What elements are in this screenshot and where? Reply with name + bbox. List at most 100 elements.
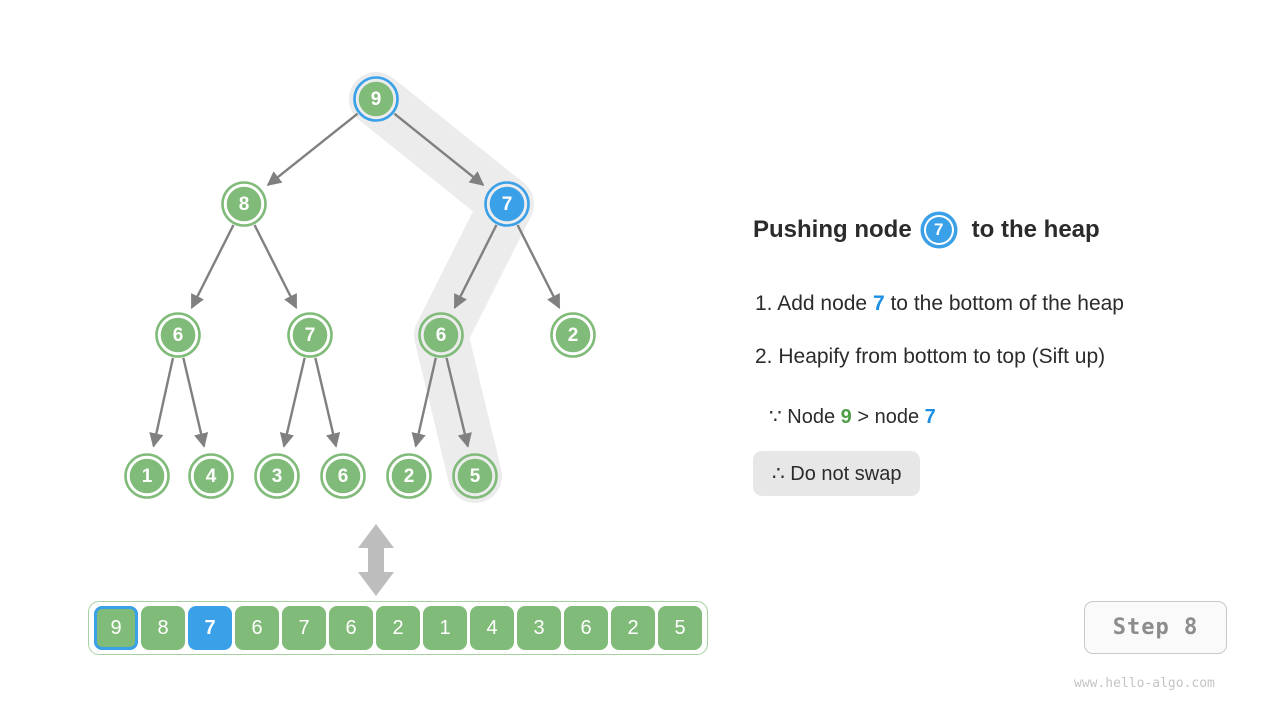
conclusion-chip: ∴ Do not swap [753, 451, 921, 496]
step-1-suffix: to the bottom of the heap [884, 292, 1124, 315]
node-ring [221, 181, 267, 227]
tree-node[interactable]: 4 [188, 453, 234, 499]
heading-text-after: to the heap [971, 216, 1100, 243]
array-cell[interactable]: 5 [658, 606, 702, 650]
tree-node[interactable]: 2 [386, 453, 432, 499]
step-2-text: 2. Heapify from bottom to top (Sift up) [755, 345, 1106, 368]
tree-node[interactable]: 1 [124, 453, 170, 499]
node-value: 1 [142, 466, 153, 487]
node-value: 9 [371, 89, 382, 110]
array-cell[interactable]: 3 [517, 606, 561, 650]
node-body [193, 458, 229, 494]
tree-edges [149, 112, 561, 448]
node-value: 2 [568, 325, 579, 346]
step-counter-badge: Step 8 [1084, 601, 1227, 654]
step-1-text: 1. Add node 7 to the bottom of the heap [755, 292, 1124, 316]
array-cell[interactable]: 6 [235, 606, 279, 650]
node-body [457, 458, 493, 494]
node-ring [287, 312, 333, 358]
node-body [292, 317, 328, 353]
reason-value-a: 9 [840, 406, 852, 428]
tree-node[interactable]: 9 [353, 76, 399, 122]
array-cell[interactable]: 9 [94, 606, 138, 650]
node-ring [418, 312, 464, 358]
tree-edge [453, 224, 498, 310]
tree-node[interactable]: 2 [550, 312, 596, 358]
node-ring [320, 453, 366, 499]
node-ring [550, 312, 596, 358]
node-value: 3 [272, 466, 283, 487]
node-body [129, 458, 165, 494]
array-cell[interactable]: 2 [611, 606, 655, 650]
tree-edge [393, 112, 485, 186]
node-value: 4 [206, 466, 217, 487]
array-cell[interactable]: 1 [423, 606, 467, 650]
node-body [259, 458, 295, 494]
heading-node-badge: 7 [923, 215, 954, 245]
array-cell[interactable]: 8 [141, 606, 185, 650]
tree-edge [253, 224, 298, 310]
step-1-value: 7 [872, 292, 885, 315]
node-ring [452, 453, 498, 499]
tree-node[interactable]: 7 [287, 312, 333, 358]
panel-heading: Pushing node 7 to the heap [753, 215, 1100, 245]
node-body [489, 186, 525, 222]
heading-text-before: Pushing node [753, 216, 912, 243]
array-cell[interactable]: 7 [188, 606, 232, 650]
tree-edge [279, 357, 306, 448]
node-ring [353, 76, 399, 122]
array-cell[interactable]: 7 [282, 606, 326, 650]
node-ring [254, 453, 300, 499]
highlight-path-band [349, 72, 534, 503]
node-value: 6 [436, 325, 447, 346]
reason-prefix: ∵ Node [769, 406, 841, 428]
node-ring [188, 453, 234, 499]
node-ring [484, 181, 530, 227]
watermark-text: www.hello-algo.com [1074, 676, 1215, 691]
binary-tree-diagram: 9 8 7 6 7 6 2 1 4 3 6 2 5 [124, 72, 596, 596]
node-value: 5 [470, 466, 481, 487]
array-cell[interactable]: 6 [564, 606, 608, 650]
tree-node[interactable]: 6 [320, 453, 366, 499]
tree-edge [266, 112, 359, 186]
node-ring [155, 312, 201, 358]
tree-nodes: 9 8 7 6 7 6 2 1 4 3 6 2 5 [124, 76, 596, 499]
reason-mid: > node [851, 406, 925, 428]
tree-node[interactable]: 3 [254, 453, 300, 499]
array-cell[interactable]: 6 [329, 606, 373, 650]
node-body [226, 186, 262, 222]
tree-node[interactable]: 8 [221, 181, 267, 227]
node-value: 6 [173, 325, 184, 346]
node-value: 8 [239, 194, 250, 215]
node-ring [386, 453, 432, 499]
tree-edge [149, 357, 175, 448]
double-arrow-vertical-icon [358, 524, 394, 596]
node-value: 7 [305, 325, 316, 346]
node-body [358, 81, 394, 117]
tree-node[interactable]: 5 [452, 453, 498, 499]
node-ring [124, 453, 170, 499]
array-cell[interactable]: 2 [376, 606, 420, 650]
node-body [325, 458, 361, 494]
tree-edge [445, 357, 472, 448]
node-value: 6 [338, 466, 349, 487]
step-1-prefix: 1. Add node [755, 292, 873, 315]
node-body [423, 317, 459, 353]
tree-node[interactable]: 6 [418, 312, 464, 358]
tree-edge [516, 224, 561, 310]
node-body [391, 458, 427, 494]
reason-text: ∵ Node 9 > node 7 [769, 404, 936, 429]
explanation-panel: Pushing node 7 to the heap 1. Add node 7… [753, 0, 1273, 720]
reason-value-b: 7 [924, 406, 936, 428]
tree-node[interactable]: 6 [155, 312, 201, 358]
node-value: 7 [502, 194, 513, 215]
node-value: 2 [404, 466, 415, 487]
tree-node[interactable]: 7 [484, 181, 530, 227]
node-body [160, 317, 196, 353]
tree-edge [411, 357, 437, 448]
node-body [555, 317, 591, 353]
tree-edge [182, 357, 209, 448]
tree-edge [190, 224, 235, 310]
array-cell[interactable]: 4 [470, 606, 514, 650]
